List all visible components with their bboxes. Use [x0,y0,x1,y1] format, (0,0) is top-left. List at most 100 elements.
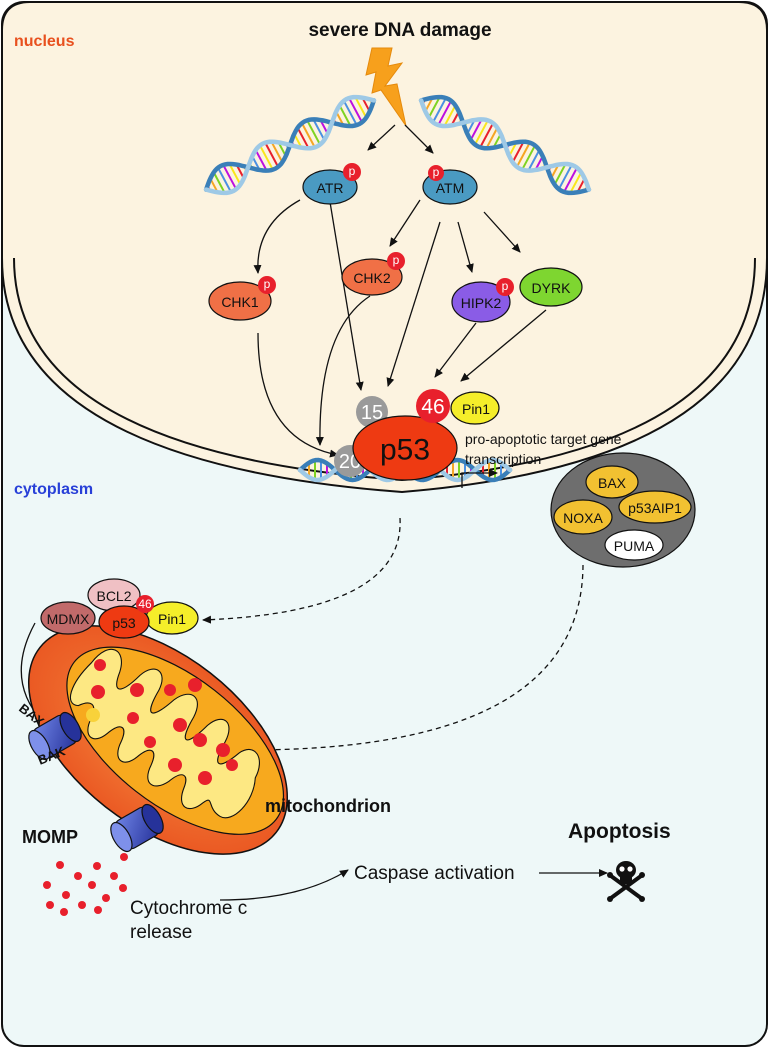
dna-damage-label: severe DNA damage [308,20,491,41]
target-gene-cluster: BAX NOXA p53AIP1 PUMA [550,452,696,568]
svg-text:BAX: BAX [598,475,627,491]
dna-base-pair [485,127,499,149]
p53-protein [352,415,458,481]
bax-bak-channel-upper [28,711,82,761]
svg-text:HIPK2: HIPK2 [461,295,502,311]
dna-base-pair [301,122,316,148]
dna-base-pair [254,149,268,172]
cytochrome-c-dots [43,853,128,916]
mito-dot [198,771,212,785]
mito-dot [91,685,105,699]
dna-base-pair [511,141,525,163]
dna-base-pair [553,163,567,186]
pin1-protein [450,391,500,425]
caspase-label: Caspase activation [354,863,515,884]
dna-base-pair [264,142,279,168]
mito-dot [130,683,144,697]
dna-base-pair [479,122,494,148]
dna-base-pair [296,127,310,149]
svg-text:p: p [433,165,440,179]
atr-node: ATR [302,169,358,205]
mito-dot [173,718,187,732]
dna-base-pair [270,141,284,163]
svg-text:p: p [393,253,400,267]
mito-dot [144,736,156,748]
momp-label: MOMP [22,827,78,847]
svg-text:p53: p53 [112,615,136,631]
dna-base-pair [469,118,483,141]
mito-dot [168,758,182,772]
dna-base-pair [443,104,457,127]
dna-base-pair [516,142,531,168]
dna-strand [418,98,592,192]
svg-text:15: 15 [361,402,383,424]
svg-text:DYRK: DYRK [532,280,572,296]
phospho-badge-chk2: p [387,252,405,270]
hipk2-node: HIPK2 [451,281,511,323]
p53aip1-product [618,490,692,524]
svg-text:BCL2: BCL2 [96,588,131,604]
mito-dot [226,759,238,771]
dna-base-pair [222,164,238,190]
dna-base-pair [569,171,583,194]
chk2-node: CHK2 [341,258,403,296]
mito-red-dots [86,659,238,785]
puma-product [604,529,664,561]
svg-text:NOXA: NOXA [563,510,603,526]
dna-base-pair [228,163,242,186]
dyrk-node: DYRK [519,267,583,307]
svg-text:Pin1: Pin1 [462,401,490,417]
bax-bak-channel-lower [110,803,164,853]
svg-text:p: p [264,277,271,291]
lightning-icon [365,47,407,127]
dna-base-pair [474,119,489,146]
dna-base-pair [212,171,226,194]
svg-text:MDMX: MDMX [47,611,90,627]
dna-base-pair [217,167,232,193]
dna-helix-left [203,94,377,196]
translocation-arrows [202,517,584,754]
dna-base-pair [432,97,447,123]
bax-product [585,465,639,499]
mitochondrion [27,625,289,855]
dna-base-pair [527,149,541,172]
mito-dot [188,678,202,692]
mito-dot [94,659,106,671]
dna-base-pair [306,119,321,146]
p53-mito-protein [98,605,150,639]
nucleus-label: nucleus [14,33,75,50]
dna-base-pair [259,144,274,171]
dna-base-pair [437,100,453,126]
phospho-badge-atm: p [428,165,444,181]
dna-base-pair [557,164,573,190]
site-46 [416,389,450,423]
dna-helix-right [418,94,592,196]
svg-text:CHK1: CHK1 [221,294,259,310]
site-46-mito [136,595,154,613]
svg-text:PUMA: PUMA [614,538,655,554]
dna-base-pair [563,167,578,193]
svg-text:46: 46 [421,396,444,419]
p53-nuclear-complex: 15 20 p53 Pin1 46 [334,389,500,481]
pro-apoptotic-label-line1: pro-apoptotic target gene [465,431,622,447]
svg-text:CHK2: CHK2 [353,270,391,286]
chk1-node: CHK1 [208,281,272,321]
skull-crossbones-icon [607,861,645,902]
dna-base-pair [348,97,363,123]
svg-text:p: p [502,279,509,293]
apoptosis-label: Apoptosis [568,820,671,843]
mito-dot [86,708,100,722]
p53-mito-complex: BCL2 Pin1 MDMX p53 46 [40,578,199,639]
svg-text:p53AIP1: p53AIP1 [628,500,682,516]
dna-base-pair [312,118,326,141]
svg-text:ATR: ATR [317,180,344,196]
mdmx-protein [40,601,96,635]
dna-strand [203,94,377,196]
phospho-badge-hipk2: p [496,278,514,296]
svg-text:ATM: ATM [436,180,465,196]
cytochrome-label-line2: release [130,922,192,943]
svg-text:p: p [349,164,356,178]
mito-dot [216,743,230,757]
mito-dot [127,712,139,724]
